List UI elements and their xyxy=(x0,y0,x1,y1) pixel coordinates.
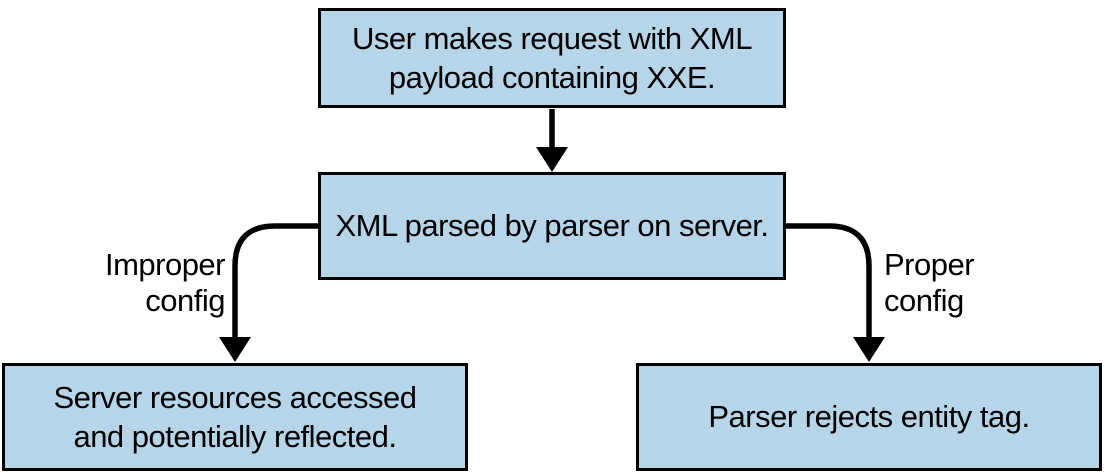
edge-label-improper-config: Improper config xyxy=(104,247,226,318)
arrowhead-request-to-parse xyxy=(536,147,568,172)
edge-label-proper-config: Proper config xyxy=(884,247,975,318)
node-user-request: User makes request with XML payload cont… xyxy=(318,8,786,108)
node-parser-rejects: Parser rejects entity tag. xyxy=(636,363,1102,471)
arrow-parse-to-improper xyxy=(232,223,318,340)
arrow-parse-to-proper xyxy=(786,223,872,340)
arrowhead-parse-to-improper xyxy=(219,337,251,362)
node-server-resources-accessed: Server resources accessed and potentiall… xyxy=(2,363,468,471)
node-xml-parsed: XML parsed by parser on server. xyxy=(318,172,786,280)
arrowhead-parse-to-proper xyxy=(853,337,885,362)
